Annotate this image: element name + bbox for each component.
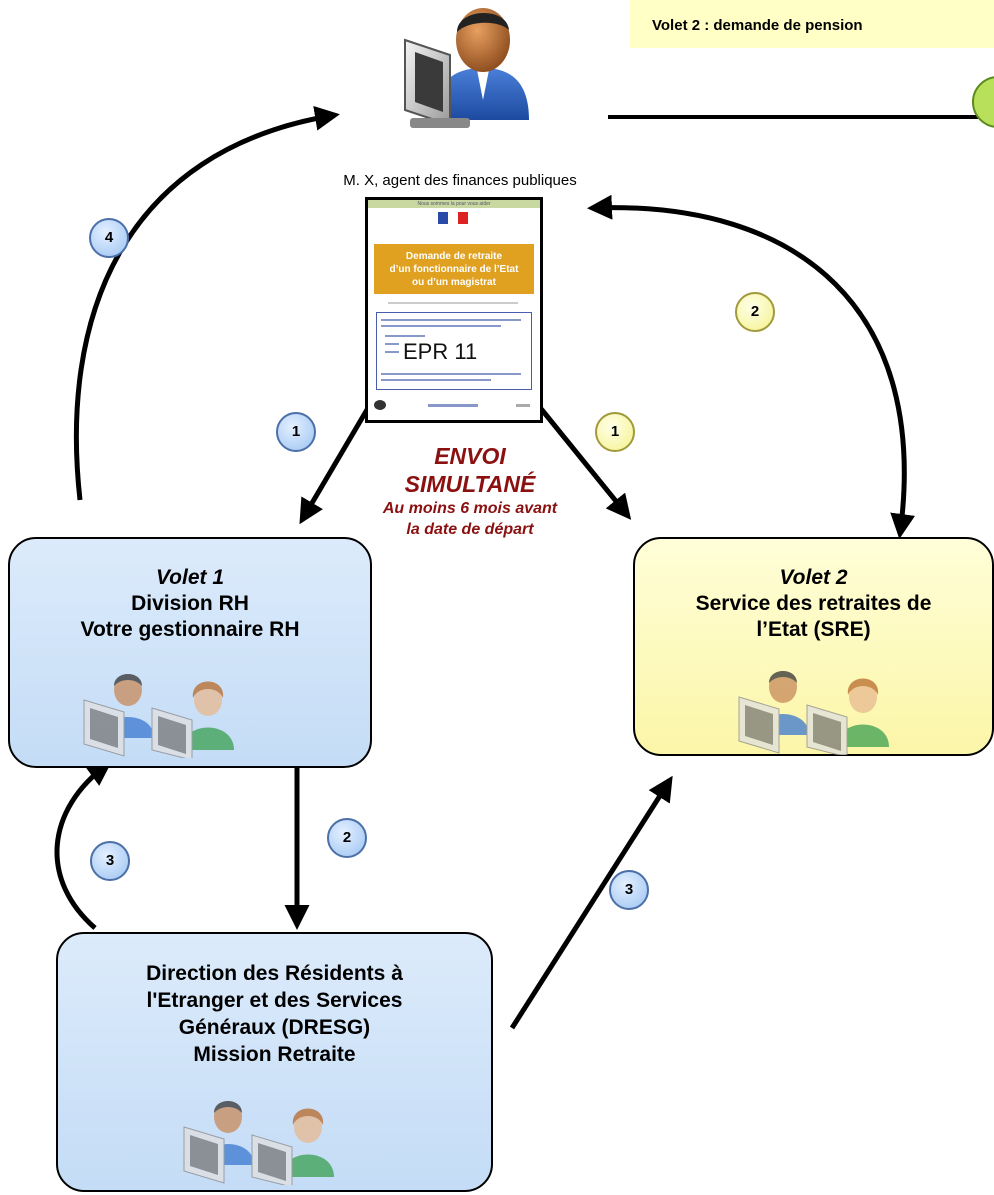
box-dresg-line-2: l'Etranger et des Services — [146, 989, 403, 1012]
box-rh-line-2: Votre gestionnaire RH — [80, 618, 300, 641]
doc-title-banner: Demande de retraite d’un fonctionnaire d… — [374, 244, 534, 294]
envoi-line-1: ENVOI — [434, 443, 506, 469]
envoi-simultane-label: ENVOI SIMULTANÉ Au moins 6 mois avant la… — [330, 442, 610, 540]
step-badge-1-sre: 1 — [595, 412, 635, 452]
box-sre-line-2: l’Etat (SRE) — [756, 618, 871, 641]
step-badge-3-rh: 3 — [90, 841, 130, 881]
doc-title-line-3: ou d’un magistrat — [412, 277, 496, 288]
envoi-line-3: Au moins 6 mois avant — [382, 500, 558, 517]
box-dresg-line-4: Mission Retraite — [193, 1043, 356, 1066]
box-rh-volet: Volet 1 — [155, 566, 225, 589]
doc-title-line-2: d’un fonctionnaire de l’Etat — [389, 264, 519, 275]
step-badge-3-sre: 3 — [609, 870, 649, 910]
arrow-dresg-to-rh — [54, 761, 113, 930]
doc-title-line-1: Demande de retraite — [405, 251, 503, 262]
step-badge-4: 4 — [89, 218, 129, 258]
step-badge-2-dresg: 2 — [327, 818, 367, 858]
epr11-form-thumbnail: Nous sommes la pour vous aider Demande d… — [365, 197, 543, 423]
box-rh-line-1: Division RH — [131, 592, 249, 615]
doc-code: EPR 11 — [399, 339, 482, 365]
volet-2-note: Volet 2 : demande de pension — [630, 0, 994, 48]
box-sre-line-1: Service des retraites de — [695, 592, 932, 615]
envoi-line-4: la date de départ — [406, 521, 534, 538]
doc-info-frame: EPR 11 — [376, 312, 532, 390]
green-circle-icon — [972, 76, 994, 128]
arrow-dresg-to-sre — [509, 775, 673, 1030]
arrow-doc-to-rh — [299, 406, 371, 525]
arrow-agent-sre — [587, 194, 916, 539]
step-badge-2-sre: 2 — [735, 292, 775, 332]
people-icon-sre — [738, 671, 889, 755]
people-icon-dresg — [183, 1101, 334, 1185]
box-dresg-line-3: Généraux (DRESG) — [178, 1016, 371, 1039]
box-sre-volet: Volet 2 — [779, 566, 848, 589]
flag-icon — [438, 212, 468, 224]
agent-caption: M. X, agent des finances publiques — [343, 172, 577, 189]
box-dresg-line-1: Direction des Résidents à — [146, 962, 403, 985]
envoi-line-2: SIMULTANÉ — [404, 471, 536, 497]
people-icon-rh — [83, 674, 234, 758]
doc-header-line: Nous sommes la pour vous aider — [368, 200, 540, 208]
step-badge-1-rh: 1 — [276, 412, 316, 452]
agent-computer-icon — [404, 8, 529, 128]
